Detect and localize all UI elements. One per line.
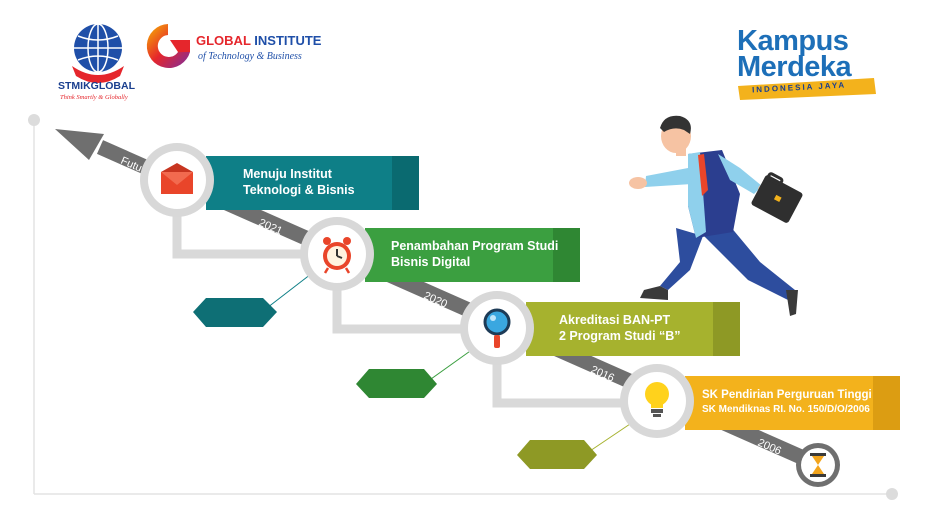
lightbulb-icon	[645, 382, 669, 417]
kampus-merdeka-logo	[738, 78, 876, 100]
envelope-icon	[161, 163, 193, 194]
briefcase-icon	[751, 172, 803, 223]
hex-tag-olive	[517, 440, 597, 469]
hex-tag-green	[356, 369, 437, 398]
businessman-illustration	[629, 115, 803, 316]
milestone-circle-3	[460, 291, 534, 365]
milestone-4-line2: SK Mendiknas RI. No. 150/D/O/2006	[702, 404, 870, 415]
milestone-circle-1	[140, 143, 214, 217]
milestone-1-text: Menuju Institut Teknologi & Bisnis	[243, 166, 355, 198]
banner-teal	[206, 156, 419, 210]
axis-right-dot	[886, 488, 898, 500]
milestone-1-line1: Menuju Institut	[243, 167, 332, 181]
hexagon-tags	[193, 273, 634, 469]
global-institute-subtitle: of Technology & Business	[198, 51, 302, 62]
milestone-3-line1: Akreditasi BAN-PT	[559, 313, 671, 327]
stmik-global-logo	[72, 23, 124, 83]
frame-axes	[28, 114, 898, 500]
global-institute-name: GLOBAL INSTITUTE	[196, 33, 321, 48]
milestone-3-line2: 2 Program Studi “B”	[559, 329, 681, 343]
milestone-2-line2: Bisnis Digital	[391, 255, 471, 269]
milestone-circle-4	[620, 364, 694, 438]
milestone-2-line1: Penambahan Program Studi	[391, 239, 559, 253]
alarm-clock-icon	[323, 237, 351, 274]
kampus-merdeka-line2: Merdeka	[737, 51, 852, 83]
stmik-tagline: Think Smartly & Globally	[60, 94, 128, 101]
banner-green	[365, 228, 580, 282]
axis-top-dot	[28, 114, 40, 126]
magnifier-icon	[483, 308, 511, 348]
milestone-circle-2	[300, 217, 374, 291]
banner-yellow	[685, 376, 900, 430]
milestone-4-text: SK Pendirian Perguruan Tinggi SK Mendikn…	[702, 387, 872, 417]
hourglass-end-circle	[796, 443, 840, 487]
kampus-merdeka-line1: Kampus	[737, 25, 849, 57]
milestone-2-text: Penambahan Program Studi Bisnis Digital	[391, 238, 558, 270]
milestone-1-line2: Teknologi & Bisnis	[243, 183, 355, 197]
milestone-banners	[206, 156, 900, 430]
hex-tag-teal	[193, 298, 277, 327]
hourglass-icon	[810, 453, 826, 477]
road-arrowhead	[55, 129, 104, 160]
milestone-3-text: Akreditasi BAN-PT 2 Program Studi “B”	[559, 312, 681, 344]
gi-word-institute: INSTITUTE	[254, 33, 322, 48]
milestone-4-line1: SK Pendirian Perguruan Tinggi	[702, 389, 872, 401]
stmik-name: STMIKGLOBAL	[58, 80, 135, 92]
gi-word-global: GLOBAL	[196, 33, 251, 48]
step-connectors	[172, 212, 622, 408]
global-institute-logo	[146, 24, 190, 68]
banner-olive	[526, 302, 740, 356]
